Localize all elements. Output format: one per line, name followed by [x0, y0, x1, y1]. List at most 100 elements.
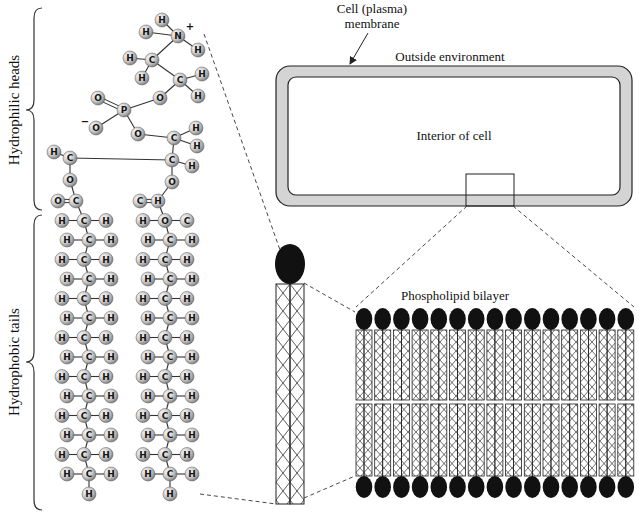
atom-sphere — [82, 233, 96, 247]
lipid-tail — [487, 404, 495, 476]
lipid-tail — [476, 330, 484, 400]
atom-sphere — [173, 73, 187, 87]
atom-sphere — [104, 311, 118, 325]
atom-symbol: H — [144, 431, 152, 440]
lipid-tail — [506, 330, 514, 400]
atom-symbol: H — [188, 314, 196, 323]
atom-sphere — [47, 145, 61, 159]
atom-sphere — [77, 370, 91, 384]
atom-sphere — [158, 409, 172, 423]
lipid-head — [412, 476, 429, 498]
atom-sphere — [123, 51, 137, 65]
atom-symbol: H — [144, 236, 152, 245]
cell-membrane — [276, 66, 632, 206]
atom-sphere — [158, 292, 172, 306]
atom-symbol: H — [154, 197, 162, 206]
atom-symbol: H — [63, 392, 71, 401]
atom-symbol: H — [188, 392, 196, 401]
lipid-tail — [431, 404, 439, 476]
lipid-head — [449, 476, 466, 498]
atom-sphere — [190, 139, 204, 153]
atom-sphere — [171, 29, 185, 43]
lipid-tail — [570, 404, 578, 476]
atom-symbol: O — [168, 178, 176, 187]
atom-sphere — [165, 175, 179, 189]
lipid-head — [505, 476, 522, 498]
lipid-head — [524, 476, 541, 498]
lipid-tail — [570, 330, 578, 400]
atom-symbol: H — [183, 255, 191, 264]
atom-sphere — [158, 331, 172, 345]
lipid-tail — [599, 330, 607, 400]
atom-symbol: C — [86, 392, 93, 401]
atom-sphere — [180, 370, 194, 384]
bracket-label: Hydrophilic heads — [6, 55, 23, 165]
atom-symbol: H — [58, 216, 66, 225]
lipid-head — [468, 308, 485, 330]
atom-sphere — [163, 311, 177, 325]
atom-sphere — [141, 311, 155, 325]
lipid-head — [487, 476, 504, 498]
lipid-tail — [364, 404, 372, 476]
atom-sphere — [60, 233, 74, 247]
atom-sphere — [55, 331, 69, 345]
atom-spheres — [47, 13, 209, 501]
atom-sphere — [104, 428, 118, 442]
atom-sphere — [55, 448, 69, 462]
atom-symbol: C — [73, 197, 80, 206]
lipid-tail — [468, 330, 476, 400]
atom-sphere — [158, 448, 172, 462]
atom-symbol: C — [81, 411, 88, 420]
atom-symbol: H — [63, 314, 71, 323]
atom-sphere — [151, 194, 165, 208]
atom-symbol: H — [107, 353, 115, 362]
atom-sphere — [191, 43, 205, 57]
atom-sphere — [136, 292, 150, 306]
lipid-tail — [439, 330, 447, 400]
atom-sphere — [185, 311, 199, 325]
atom-symbol: H — [63, 470, 71, 479]
atom-sphere — [163, 350, 177, 364]
atom-sphere — [141, 428, 155, 442]
atom-sphere — [167, 131, 181, 145]
caption-label: Outside environment — [395, 50, 504, 65]
atom-sphere — [55, 253, 69, 267]
atom-sphere — [51, 194, 65, 208]
lipid-head — [487, 308, 504, 330]
atom-symbol: H — [144, 353, 152, 362]
lipid-tail — [364, 330, 372, 400]
atom-symbol: C — [184, 216, 191, 225]
lipid-tail — [524, 330, 532, 400]
atom-sphere — [141, 389, 155, 403]
atom-symbol: C — [162, 255, 169, 264]
atom-symbol: H — [58, 294, 66, 303]
atom-symbol: H — [139, 450, 147, 459]
atom-sphere — [60, 467, 74, 481]
lipid-head — [449, 308, 466, 330]
lipid-head — [374, 476, 391, 498]
lipid-tail — [562, 404, 570, 476]
atom-symbol: H — [102, 333, 110, 342]
atom-sphere — [185, 159, 199, 173]
atom-sphere — [185, 350, 199, 364]
phospholipid-icon — [275, 244, 305, 504]
atom-symbol: H — [188, 431, 196, 440]
atom-sphere — [131, 127, 145, 141]
atom-symbol: H — [183, 411, 191, 420]
atom-sphere — [145, 53, 159, 67]
atom-symbol: H — [158, 16, 166, 25]
atom-symbol: C — [81, 294, 88, 303]
lipid-tail — [375, 330, 383, 400]
atom-sphere — [99, 214, 113, 228]
atom-sphere — [60, 350, 74, 364]
atom-symbol: H — [139, 411, 147, 420]
atom-symbol: C — [167, 236, 174, 245]
atom-symbol: H — [107, 275, 115, 284]
atom-sphere — [141, 233, 155, 247]
lipid-tail — [487, 330, 495, 400]
atom-symbol: H — [107, 314, 115, 323]
atom-symbol: H — [188, 162, 196, 171]
atom-sphere — [180, 409, 194, 423]
atom-symbol: H — [102, 372, 110, 381]
atom-symbol: H — [144, 392, 152, 401]
